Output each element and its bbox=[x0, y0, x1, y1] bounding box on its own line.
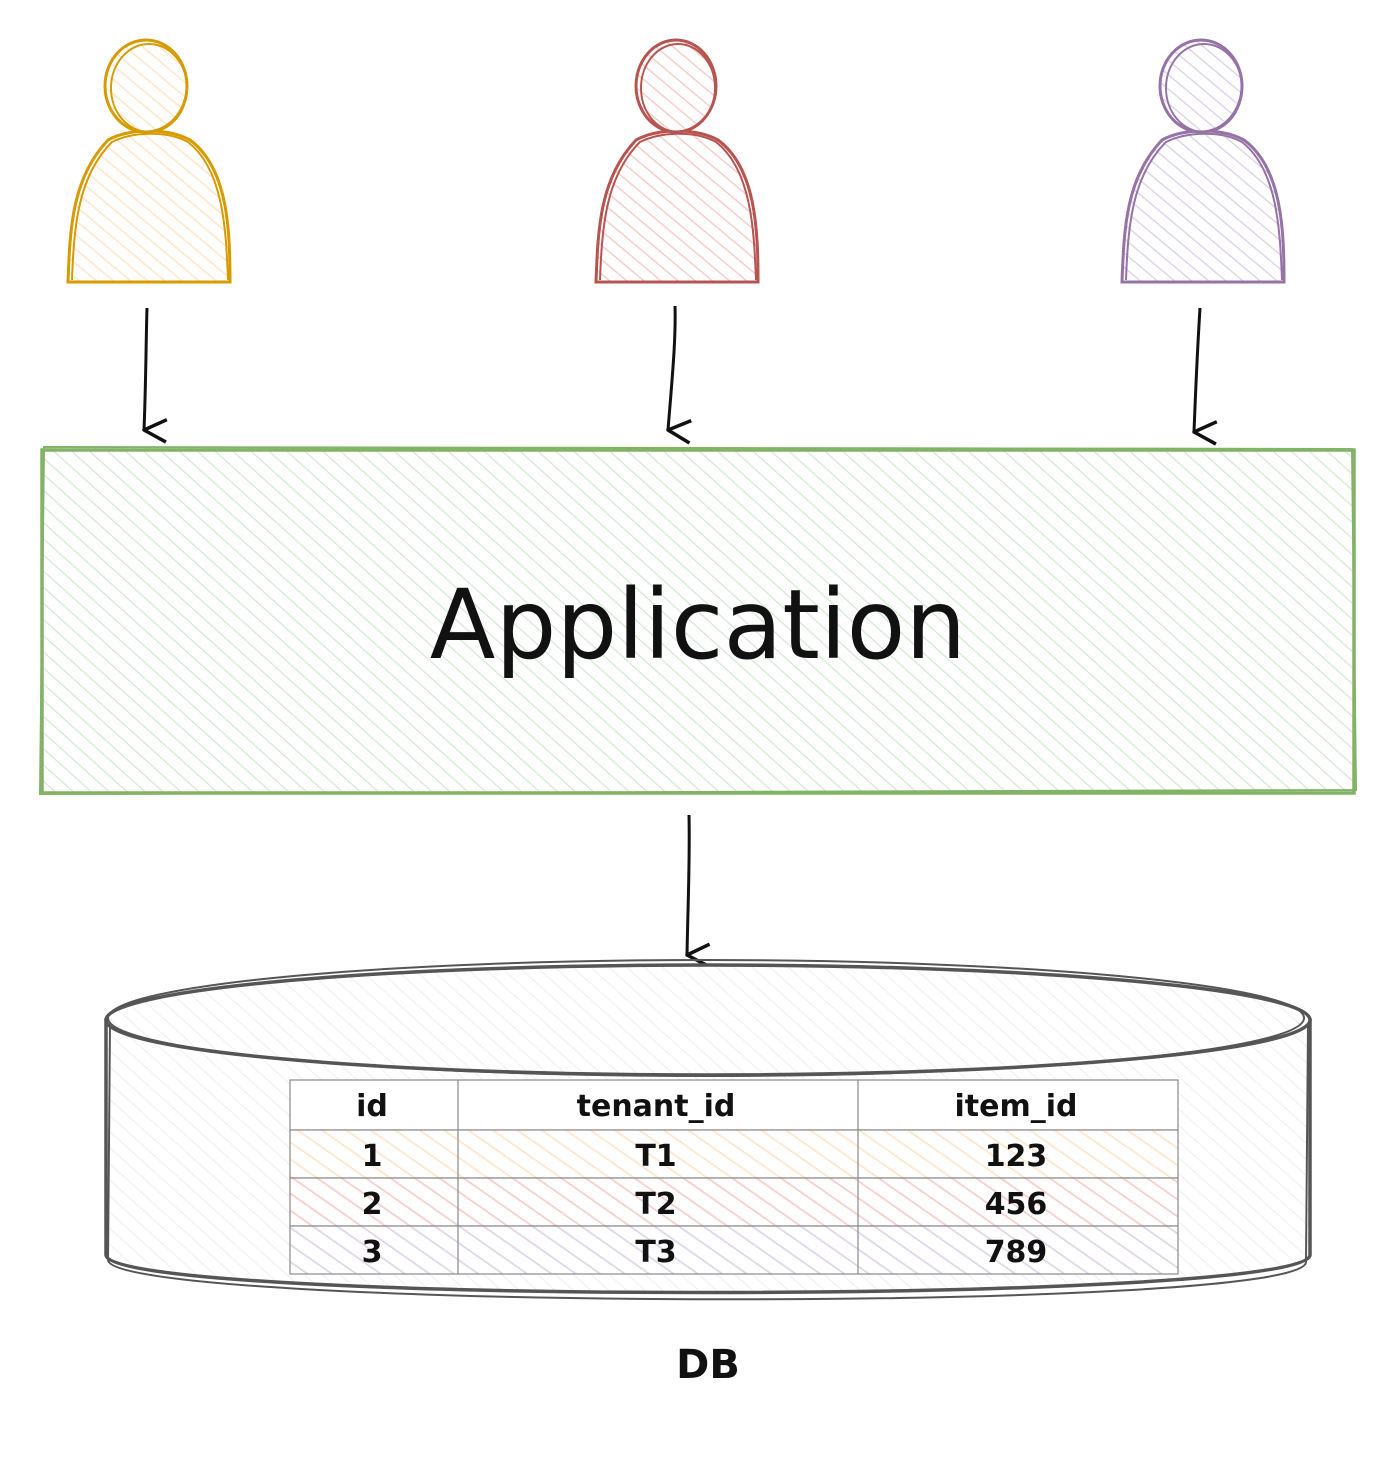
cell-id: 3 bbox=[362, 1235, 383, 1270]
application-box: Application bbox=[38, 445, 1358, 796]
table-row bbox=[289, 1225, 1179, 1275]
cell-id: 1 bbox=[362, 1139, 383, 1174]
table-row bbox=[289, 1129, 1179, 1179]
column-header-id: id bbox=[356, 1089, 388, 1124]
arrow-user-2-to-application bbox=[666, 305, 692, 445]
cell-item-id: 456 bbox=[985, 1187, 1048, 1222]
arrow-application-to-db bbox=[685, 814, 711, 969]
cell-item-id: 789 bbox=[985, 1235, 1048, 1270]
cell-item-id: 123 bbox=[985, 1139, 1048, 1174]
column-header-tenant-id: tenant_id bbox=[577, 1089, 736, 1124]
cell-tenant-id: T1 bbox=[635, 1139, 676, 1174]
cell-tenant-id: T3 bbox=[635, 1235, 676, 1270]
user-icon-3 bbox=[1120, 38, 1286, 284]
arrow-user-3-to-application bbox=[1192, 307, 1218, 446]
cell-tenant-id: T2 bbox=[635, 1187, 676, 1222]
tenant-table: id tenant_id item_id 1 T1 123 2 T2 456 3… bbox=[289, 1079, 1179, 1275]
database-label: DB bbox=[676, 1342, 740, 1388]
arrow-user-1-to-application bbox=[142, 307, 168, 444]
table-row bbox=[289, 1177, 1179, 1227]
table-header-row bbox=[289, 1079, 1179, 1131]
user-icon-2 bbox=[594, 38, 760, 284]
cell-id: 2 bbox=[362, 1187, 383, 1222]
column-header-item-id: item_id bbox=[955, 1089, 1078, 1124]
user-icon-1 bbox=[66, 38, 232, 284]
application-label: Application bbox=[430, 569, 966, 681]
